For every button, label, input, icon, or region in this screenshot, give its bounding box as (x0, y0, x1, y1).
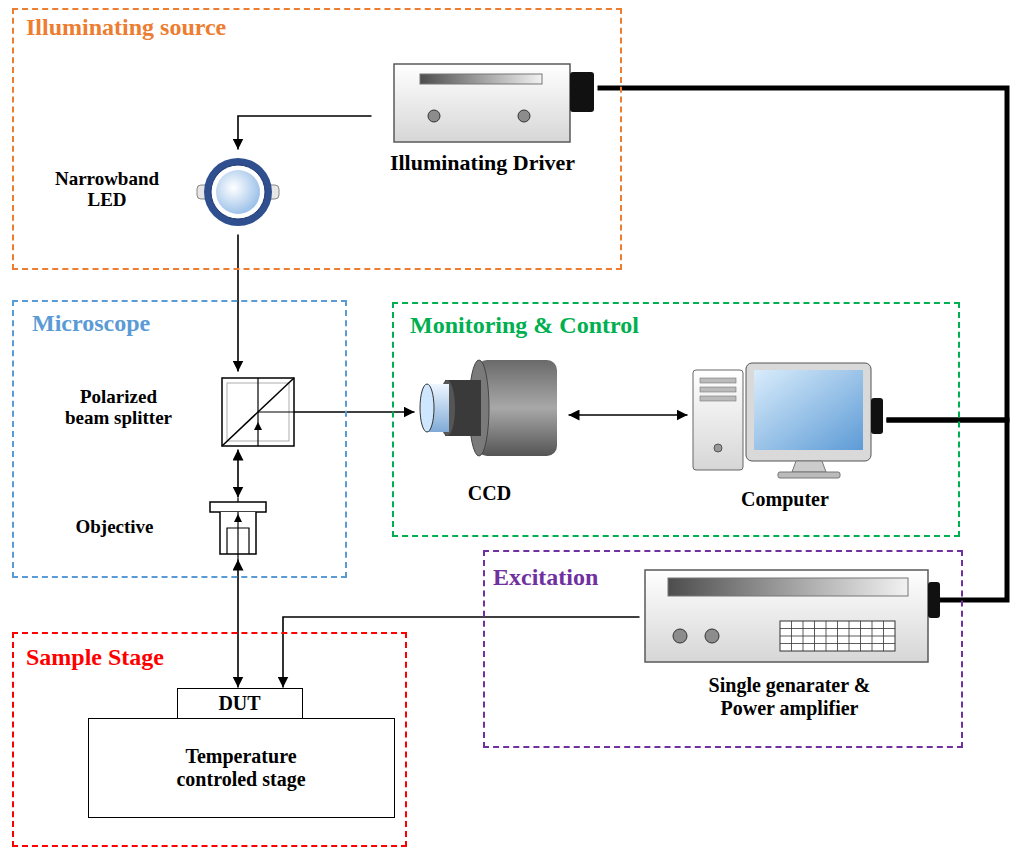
computer-icon-part (714, 444, 722, 452)
monitoring-region: Monitoring & ControlCCD Computer (392, 302, 960, 537)
sample-stage-region: Sample StageDUT Temperature controled sta… (12, 632, 407, 847)
component-label: Computer (688, 488, 883, 511)
dut-box: DUT (177, 688, 303, 719)
text-slot: Objective (60, 516, 170, 538)
objective-lens-icon-part (234, 514, 242, 522)
text-slot: Excitation (493, 564, 598, 592)
computer-icon-part (700, 378, 736, 383)
computer-icon-part (700, 387, 736, 392)
narrowband-led-icon-part (216, 170, 260, 214)
signal-path (238, 116, 372, 150)
signal-generator-icon-part (705, 629, 719, 643)
text-slot: CCD (415, 482, 565, 505)
component-label: Single genarater & Power amplifier (690, 674, 890, 720)
signal-generator-icon-part (645, 570, 928, 662)
computer-icon-part (693, 370, 743, 470)
illuminating-driver-icon-part (428, 110, 440, 122)
computer-icon-part (754, 370, 863, 450)
signal-generator-icon-part (673, 629, 687, 643)
signal-path (237, 560, 239, 688)
beam-splitter-icon (220, 372, 300, 450)
narrowband-led-icon-part (211, 165, 265, 219)
region-title: Microscope (32, 310, 150, 338)
signal-path (283, 617, 640, 688)
ccd-camera-icon (415, 358, 565, 458)
signal-generator-icon-part (668, 578, 908, 596)
signal-path (237, 450, 239, 498)
text-slot: Sample Stage (26, 644, 164, 672)
component-label: Temperature controled stage (161, 745, 321, 791)
signal-generator-icon-part (780, 628, 895, 629)
component-label: DUT (218, 692, 260, 715)
illuminating-driver-icon (392, 62, 594, 146)
illuminating-source-region: Illuminating sourceIlluminating DriverNa… (12, 8, 622, 270)
component-label: CCD (415, 482, 565, 505)
signal-path (569, 414, 688, 416)
illuminating-driver: Illuminating Driver (372, 60, 598, 180)
signal-generator: Single genarater & Power amplifier (640, 566, 940, 742)
microscope-region: MicroscopePolarized beam splitterObjecti… (12, 300, 347, 578)
region-title: Excitation (493, 564, 598, 592)
beam-splitter: Polarized beam splitter (60, 372, 280, 450)
signal-generator-icon-part (780, 643, 895, 644)
text-slot: Illuminating Driver (372, 150, 594, 175)
component-label: Polarized beam splitter (60, 386, 178, 430)
region-title: Sample Stage (26, 644, 164, 672)
signal-path (237, 235, 239, 372)
computer: Computer (688, 358, 887, 518)
signal-generator-icon (640, 566, 940, 666)
excitation-region: ExcitationSingle genarater & Power ampli… (483, 550, 963, 748)
beam-splitter-icon-part (222, 378, 294, 446)
beam-splitter-icon-part (258, 411, 294, 412)
narrowband-led-icon-part (204, 158, 272, 226)
illuminating-driver-icon-part (570, 72, 594, 112)
computer-icon-part (778, 472, 840, 478)
beam-splitter-icon-part (222, 378, 294, 446)
computer-icon-part (792, 461, 826, 472)
objective-lens-icon-part (210, 502, 266, 512)
narrowband-led-icon (195, 150, 300, 235)
signal-generator-icon-part (780, 621, 895, 651)
computer-icon-part (700, 396, 736, 401)
text-slot: Monitoring & Control (410, 312, 639, 340)
text-slot: Illuminating source (26, 14, 226, 42)
signal-path (280, 411, 415, 413)
component-label: Narrowband LED (45, 168, 170, 212)
region-title: Illuminating source (26, 14, 226, 42)
ccd-camera-icon-part (420, 384, 434, 432)
objective-lens-icon (200, 498, 270, 560)
computer-icon-part (871, 398, 883, 434)
component-label: Illuminating Driver (372, 150, 594, 175)
text-slot: Temperature controled stage (161, 745, 321, 791)
text-slot: Computer (688, 488, 883, 511)
signal-generator-icon-part (928, 582, 940, 618)
illuminating-driver-icon-part (518, 110, 530, 122)
objective-lens-icon-part (220, 512, 256, 554)
beam-splitter-icon-part (254, 422, 262, 430)
computer-icon-part (746, 363, 871, 461)
signal-generator-icon-part (780, 635, 895, 636)
computer-icon (688, 358, 883, 483)
region-title: Monitoring & Control (410, 312, 639, 340)
component-label: Objective (60, 516, 170, 538)
text-slot: Microscope (32, 310, 150, 338)
ccd-camera: CCD (415, 358, 569, 515)
illuminating-driver-icon-part (420, 74, 542, 84)
text-slot: Single genarater & Power amplifier (690, 674, 890, 720)
keypad-grid (780, 621, 895, 651)
text-slot: Narrowband LED (45, 168, 170, 212)
text-slot: Polarized beam splitter (60, 386, 178, 430)
illuminating-driver-icon-part (394, 64, 570, 142)
text-slot: DUT (218, 692, 260, 715)
stage-box: Temperature controled stage (88, 718, 395, 818)
narrowband-led: Narrowband LED (45, 150, 300, 235)
objective-lens: Objective (60, 498, 280, 560)
